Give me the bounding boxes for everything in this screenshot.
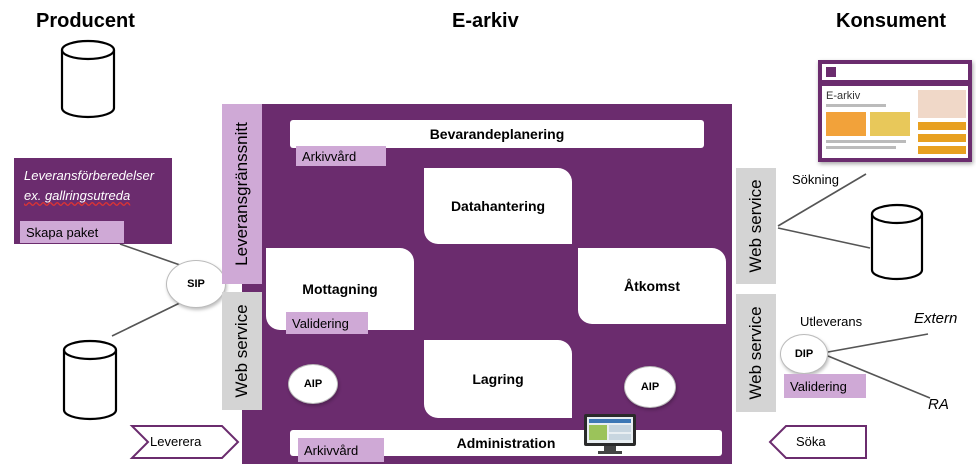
archive-care-bottom-label: Arkivvård: [298, 438, 384, 462]
website-thumbnail: E-arkiv: [818, 60, 972, 162]
aip-left-node: AIP: [288, 364, 338, 404]
producer-heading: Producent: [36, 10, 135, 32]
archive-care-top-label: Arkivvård: [296, 146, 386, 166]
sip-node: SIP: [166, 260, 226, 308]
preparation-line-1: Leveransförberedelser: [24, 168, 155, 183]
connector-sip-db: [111, 297, 191, 337]
website-button-3: [918, 146, 966, 154]
consumer-validation-label: Validering: [784, 374, 866, 398]
web-service-right-top-box: Web service: [736, 168, 776, 284]
website-photo: [918, 90, 966, 118]
connector-sokning: [777, 173, 867, 227]
web-service-left-box: Web service: [222, 292, 262, 410]
ingest-validation-label: Validering: [286, 312, 368, 334]
preservation-planning-box: Bevarandeplanering: [290, 120, 704, 148]
website-button-2: [918, 134, 966, 142]
delivery-interface-box: Leveransgränssnitt: [222, 104, 262, 284]
website-image-block: [826, 112, 866, 136]
connector-db-right: [777, 227, 871, 249]
create-package-label: Skapa paket: [20, 221, 124, 243]
search-arrow-label: Söka: [796, 434, 826, 449]
connector-dip-extern: [827, 333, 929, 353]
website-banner-block: [870, 112, 910, 136]
web-service-right-bottom-box: Web service: [736, 294, 776, 412]
earchive-heading: E-arkiv: [452, 10, 519, 32]
data-management-box: Datahantering: [424, 168, 572, 244]
ra-label: RA: [928, 396, 949, 413]
website-text-line: [826, 104, 886, 107]
website-navbar: [822, 80, 968, 86]
preparation-line-2: ex. gallringsutreda: [24, 188, 131, 203]
access-box: Åtkomst: [578, 248, 726, 324]
connector-dip-ra: [827, 355, 931, 399]
aip-right-node: AIP: [624, 366, 676, 408]
website-page: E-arkiv: [822, 64, 968, 158]
dip-node: DIP: [780, 334, 828, 374]
website-text-line-3: [826, 146, 896, 149]
external-label: Extern: [914, 310, 958, 327]
website-button-1: [918, 122, 966, 130]
delivery-out-label: Utleverans: [800, 314, 863, 329]
deliver-label: Leverera: [150, 434, 202, 449]
website-title: E-arkiv: [826, 90, 861, 102]
search-connection-label: Sökning: [792, 172, 839, 187]
consumer-heading: Konsument: [836, 10, 946, 32]
storage-box: Lagring: [424, 340, 572, 418]
website-logo-icon: [826, 67, 836, 77]
website-text-line-2: [826, 140, 906, 143]
